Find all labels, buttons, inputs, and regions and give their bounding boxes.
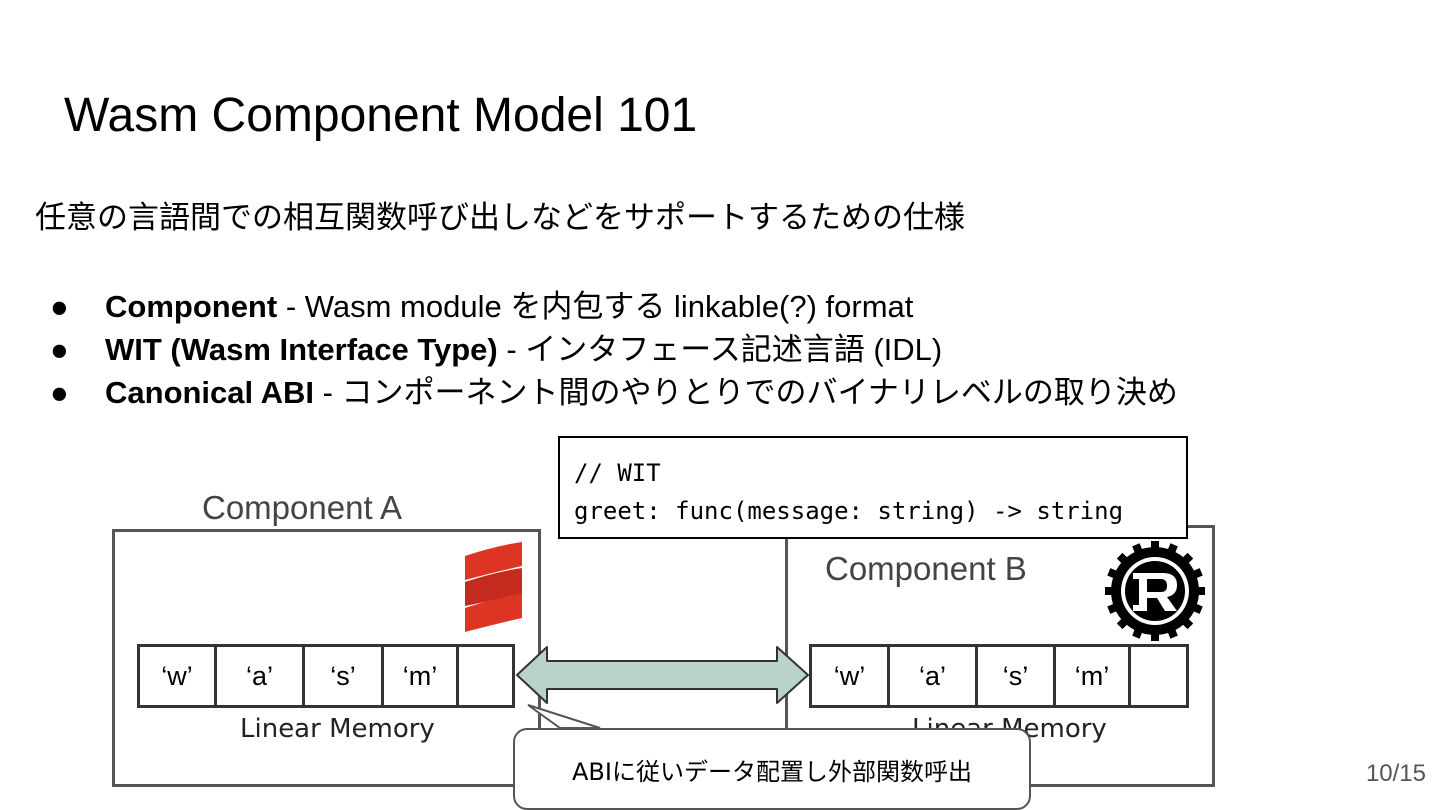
abi-callout-text: ABIに従いデータ配置し外部関数呼出 <box>572 757 972 786</box>
memory-cell <box>1131 647 1186 705</box>
memory-cell: ‘a’ <box>890 647 978 705</box>
memory-cell: ‘m’ <box>1056 647 1131 705</box>
memory-cell: ‘w’ <box>140 647 217 705</box>
linear-memory-a: ‘w’ ‘a’ ‘s’ ‘m’ <box>137 644 515 708</box>
linear-memory-b: ‘w’ ‘a’ ‘s’ ‘m’ <box>809 644 1189 708</box>
bullet-dot-icon: ● <box>50 289 69 324</box>
bullet-desc: - コンポーネント間のやりとりでのバイナリレベルの取り決め <box>314 375 1178 410</box>
code-line: // WIT <box>574 459 661 487</box>
memory-cell: ‘s’ <box>978 647 1056 705</box>
wit-code-box: // WIT greet: func(message: string) -> s… <box>558 436 1188 539</box>
memory-cell: ‘w’ <box>812 647 890 705</box>
code-line: greet: func(message: string) -> string <box>574 497 1124 525</box>
bullet-term: Canonical ABI <box>105 375 314 410</box>
linear-memory-a-label: Linear Memory <box>240 714 435 744</box>
memory-cell: ‘s’ <box>305 647 384 705</box>
bullet-dot-icon: ● <box>50 332 69 367</box>
abi-callout: ABIに従いデータ配置し外部関数呼出 <box>513 728 1031 810</box>
bullet-term: WIT (Wasm Interface Type) <box>105 332 498 367</box>
slide-subtitle: 任意の言語間での相互関数呼び出しなどをサポートするための仕様 <box>35 200 965 236</box>
slide-title: Wasm Component Model 101 <box>64 89 698 142</box>
bullet-desc: - インタフェース記述言語 (IDL) <box>497 332 943 367</box>
memory-cell: ‘m’ <box>384 647 459 705</box>
bullet-dot-icon: ● <box>50 375 69 410</box>
component-a-label: Component A <box>202 489 402 526</box>
page-number: 10/15 <box>1365 760 1426 787</box>
bullet-term: Component <box>105 289 278 324</box>
memory-cell <box>459 647 512 705</box>
bullet-desc: - Wasm module を内包する linkable(?) format <box>277 289 914 324</box>
memory-cell: ‘a’ <box>217 647 305 705</box>
component-b-label: Component B <box>825 550 1027 587</box>
